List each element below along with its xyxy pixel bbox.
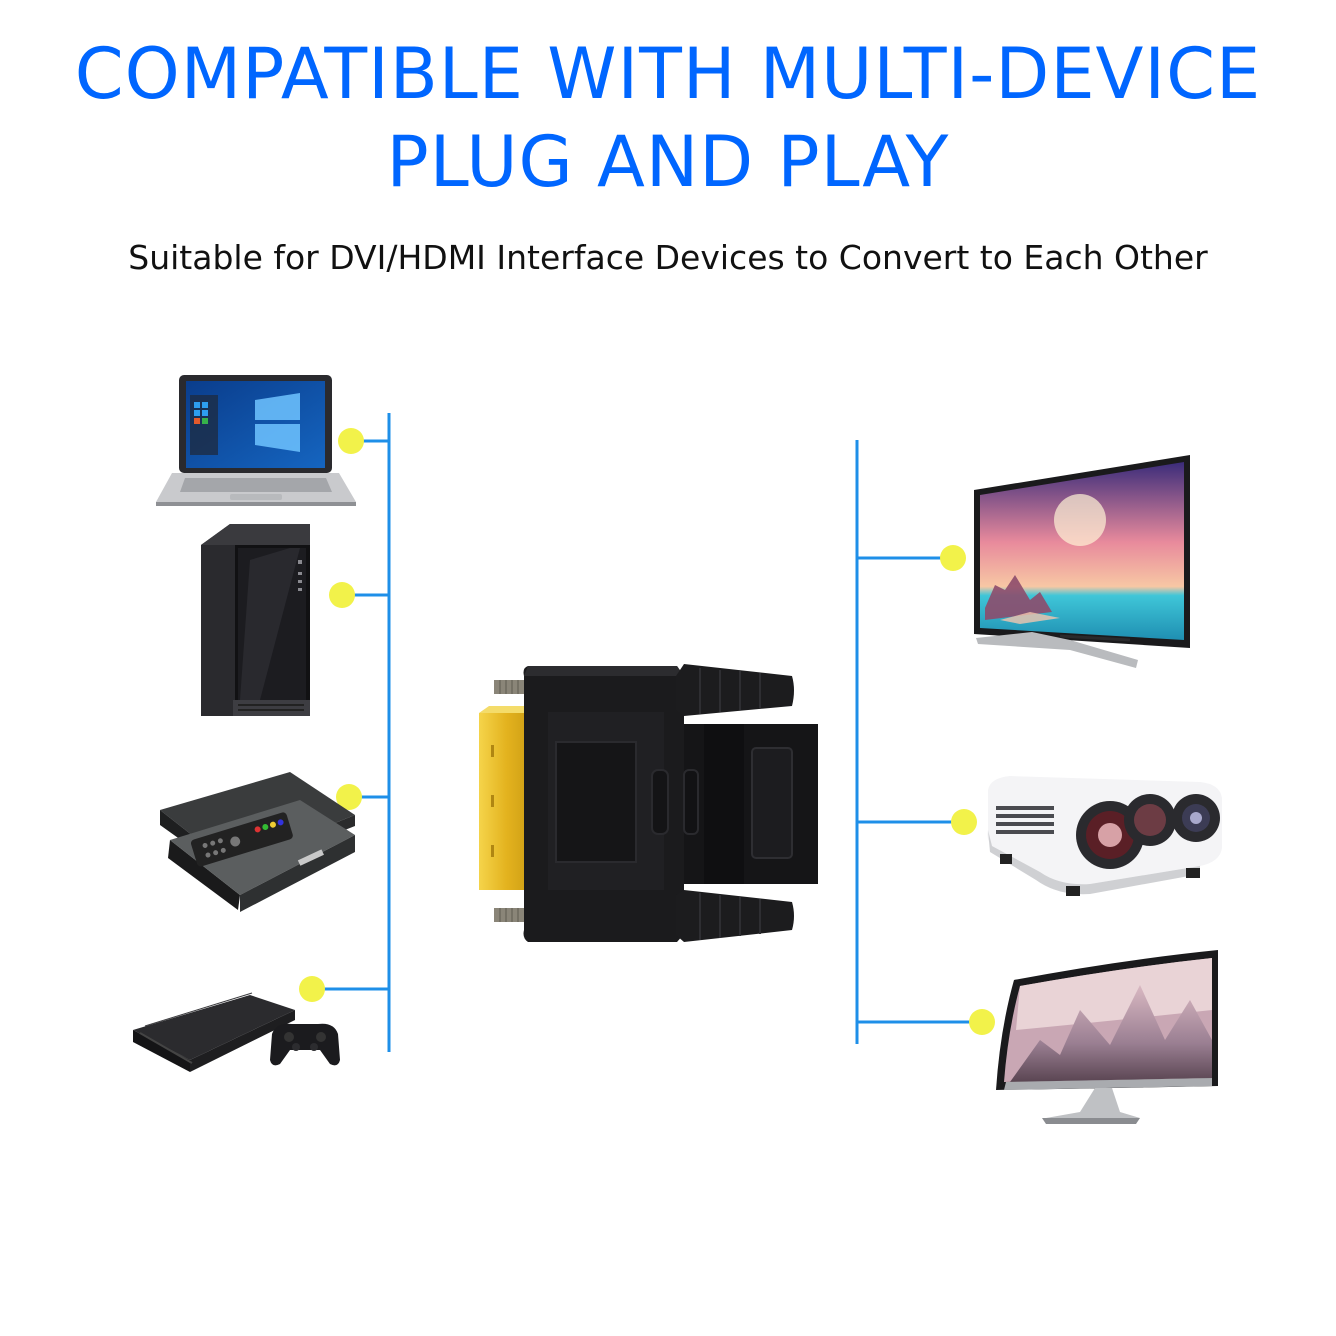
left-connector-bus (299, 413, 391, 1052)
node-dot (336, 784, 362, 810)
headline: COMPATIBLE WITH MULTI-DEVICE PLUG AND PL… (0, 30, 1336, 206)
node-dot (969, 1009, 995, 1035)
subheadline: Suitable for DVI/HDMI Interface Devices … (128, 238, 1208, 277)
desktop-tower-icon (201, 524, 310, 716)
node-dot (299, 976, 325, 1002)
node-dot (940, 545, 966, 571)
node-dot (329, 582, 355, 608)
projector-icon (987, 776, 1222, 896)
remote-control-icon (190, 812, 293, 867)
curved-monitor-icon (996, 950, 1218, 1124)
gamepad-icon (270, 1023, 340, 1066)
node-dot (951, 809, 977, 835)
laptop-icon (156, 375, 356, 506)
game-console-icon (133, 992, 340, 1072)
dvi-hdmi-adapter-icon (479, 664, 818, 942)
headline-line-1: COMPATIBLE WITH MULTI-DEVICE (74, 33, 1262, 115)
right-connector-bus (855, 440, 995, 1044)
node-dot (338, 428, 364, 454)
set-top-box-icon (160, 772, 355, 912)
tv-icon (974, 455, 1190, 668)
headline-line-2: PLUG AND PLAY (386, 121, 950, 203)
